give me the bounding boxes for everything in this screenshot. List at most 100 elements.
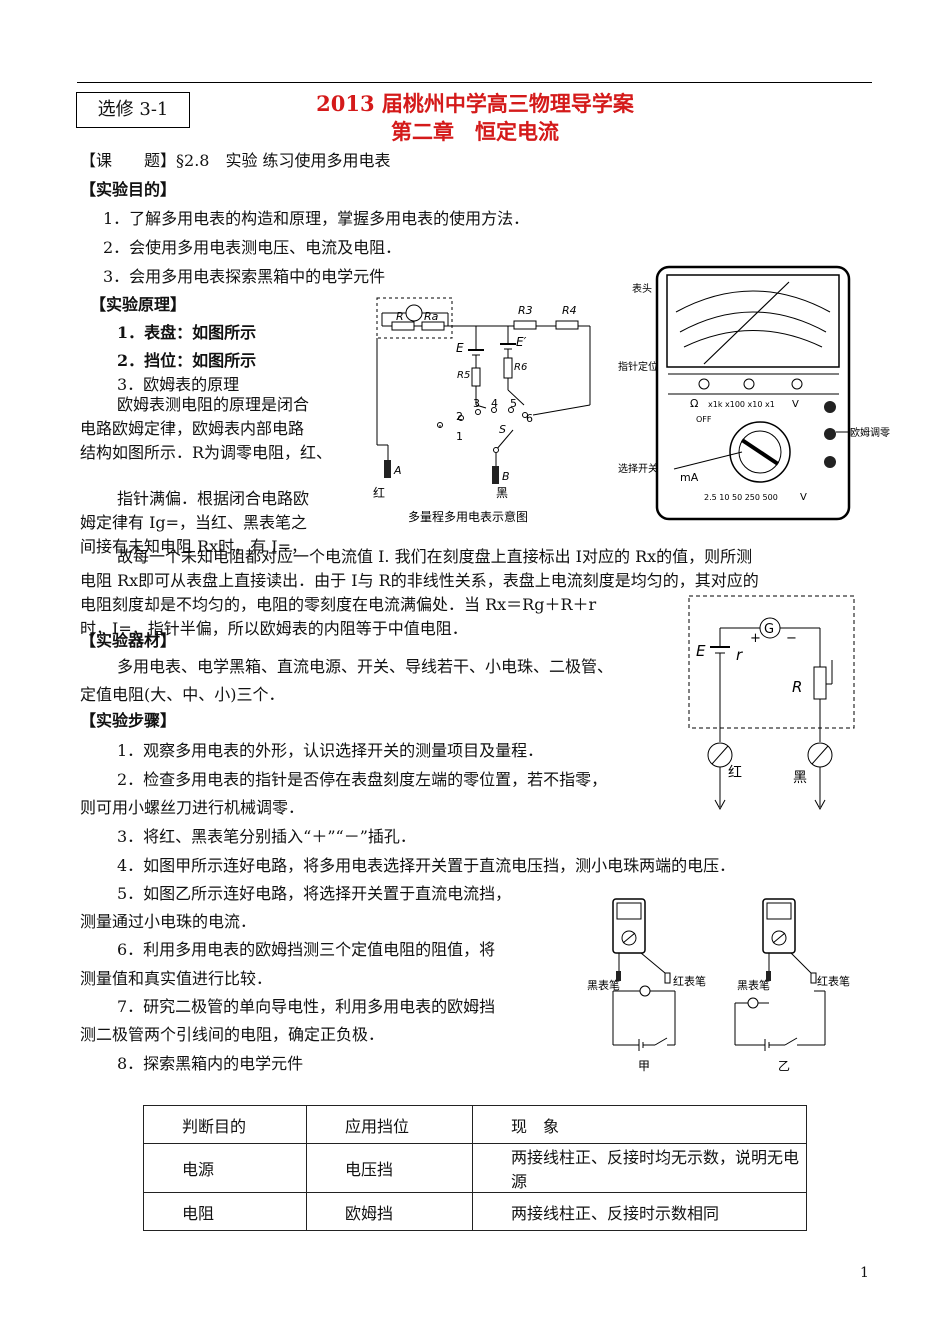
resistor-r3 [513,320,537,330]
topic-label: 【课 题】 [80,151,177,170]
label-s: S [499,423,506,436]
step-line: 测量值和真实值进行比较． [80,969,273,988]
label-e: E [456,341,464,355]
label-circuit-a: 甲 [638,1059,650,1073]
page-title: 2013 届桃州中学高三物理导学案 第二章 恒定电流 [200,90,750,146]
step-line: 测量通过小电珠的电流． [80,912,257,931]
table-cell: 电阻 [143,1192,307,1231]
zero-resistor [813,666,827,700]
topic-line: 【课 题】§2.8 实验 练习使用多用电表 [80,150,391,172]
dial-arc-ac [683,330,823,348]
circuit-a: 黑表笔 红表笔 甲 [587,898,706,1073]
screw-icon[interactable] [791,378,803,390]
topic-text: §2.8 实验 练习使用多用电表 [176,151,391,170]
resistor-r [391,321,415,331]
equipment-line: 定值电阻(大、中、小)三个． [80,685,285,704]
dial-needle [703,281,790,365]
para2-line: 姆定律有 Ig=，当红、黑表笔之 [80,513,308,532]
step-line: 8．探索黑箱内的电学元件 [117,1054,304,1073]
principle-item1: 1．表盘：如图所示 [117,323,257,342]
course-tag: 选修 3-1 [76,92,190,128]
step-line: 1．观察多用电表的外形，认识选择开关的测量项目及量程． [117,741,544,760]
zero-adjust-screw-icon[interactable] [743,378,755,390]
para3-line: 电阻 Rx即可从表盘上直接读出．由于 I与 R的非线性关系，表盘上电流刻度是均匀… [80,571,759,590]
label-plus: + [750,631,761,646]
label-a: A [393,464,402,477]
label-6: 6 [526,412,533,425]
para1-line: 欧姆表测电阻的原理是闭合 [117,395,310,414]
step-line: 测二极管两个引线间的电阻，确定正负极． [80,1025,385,1044]
table-cell: 电压挡 [306,1143,473,1193]
purpose-item: 3．会用多用电表探索黑箱中的电学元件 [103,267,386,286]
bulb-icon [639,985,651,997]
label-ma: mA [680,471,699,484]
label-5: 5 [510,397,517,410]
label-red: 红 [728,765,742,781]
label-omega: Ω [690,397,698,410]
label-black: 黑 [793,770,807,786]
para2-line: 间接有未知电阻 Rx时，有 I=， [80,537,307,556]
probe-b [492,466,499,484]
jack-icon[interactable] [824,428,836,440]
purpose-item: 2．会使用多用电表测电压、电流及电阻． [103,238,402,257]
step-line: 则可用小螺丝刀进行机械调零． [80,798,305,817]
label-black-probe: 黑表笔 [737,978,770,992]
screw-icon[interactable] [698,378,710,390]
label-g: G [764,622,774,637]
label-v: V [792,399,799,410]
ohmmeter-box [688,595,855,729]
multirange-diagram: R Ra R3 R4 E R5 E′ R6 2 3 4 5 6 1 S A 红 … [373,297,591,524]
probe-a [384,460,391,478]
resistor-ra [421,321,445,331]
table-header-cell: 判断目的 [143,1105,307,1144]
table-row: 电阻 欧姆挡 两接线柱正、反接时示数相同 [143,1192,807,1231]
principle-para2: 指针满偏．根据闭合电路欧 姆定律有 Ig=，当红、黑表笔之 间接有未知电阻 Rx… [80,487,370,559]
switch-icon [654,1037,668,1046]
step-line: 7．研究二极管的单向导电性，利用多用电表的欧姆挡 [117,997,496,1016]
multimeter-figure: 表头 指针定位螺丝 选择开关 欧姆调零旋钮 Ω x1k x100 x10 x1 … [618,265,890,521]
table-cell: 欧姆挡 [306,1192,473,1231]
label-black: 黑 [496,486,508,500]
resistor-r6 [503,357,513,379]
label-2: 2 [456,410,463,423]
principle-heading: 【实验原理】 [90,295,187,314]
table-cell: 电源 [143,1143,307,1193]
dial-arc-dc [679,311,827,333]
label-r: R [792,678,802,696]
figure-caption: 多量程多用电表示意图 [408,509,528,524]
label-3: 3 [473,397,480,410]
principle-para1: 欧姆表测电阻的原理是闭合 电路欧姆定律，欧姆表内部电路 结构如图所示．R为调零电… [80,393,370,465]
judge-table: 判断目的 应用挡位 现 象 电源 电压挡 两接线柱正、反接时均无示数，说明无电源… [143,1105,807,1231]
ohmmeter-diagram: G + − E r R 红 黑 [688,595,855,811]
galvanometer-icon [405,304,423,322]
circuit-b: 黑表笔 红表笔 乙 [734,898,850,1073]
label-r5: R5 [457,370,470,381]
title-line1: 2013 届桃州中学高三物理导学案 [316,91,634,116]
meter-head-box [376,297,453,339]
label-minus: − [786,631,797,646]
label-e2: E′ [516,335,527,349]
label-face: 表头 [632,282,652,295]
label-range-row: x1k x100 x10 x1 [708,400,775,409]
table-cell: 两接线柱正、反接时均无示数，说明无电源 [472,1143,807,1193]
label-r6: R6 [514,362,527,373]
label-1: 1 [456,430,463,443]
jack-icon[interactable] [824,456,836,468]
principle-item3: 3．欧姆表的原理 [117,375,240,394]
steps-heading: 【实验步骤】 [80,711,177,730]
label-r4: R4 [562,304,577,317]
equipment-line: 多用电表、电学黑箱、直流电源、开关、导线若干、小电珠、二极管、 [117,657,614,676]
label-e: E [696,642,706,660]
bulb-icon [747,997,759,1009]
label-black-probe: 黑表笔 [587,978,620,992]
resistor-r4 [555,320,579,330]
step-line: 4．如图甲所示连好电路，将多用电表选择开关置于直流电压挡，测小电珠两端的电压． [117,856,736,875]
meter-dial-window [666,274,840,368]
label-red-probe: 红表笔 [673,974,706,988]
jack-icon[interactable] [824,401,836,413]
para3-line: 电阻刻度却是不均匀的，电阻的零刻度在电流满偏处．当 Rx＝Rg＋R＋r [80,595,597,614]
para3-line: 时，I=，指针半偏，所以欧姆表的内阻等于中值电阻． [80,619,468,638]
para2-line: 指针满偏．根据闭合电路欧 [117,489,310,508]
purpose-item: 1．了解多用电表的构造和原理，掌握多用电表的使用方法． [103,209,530,228]
label-switch: 选择开关 [618,462,658,475]
